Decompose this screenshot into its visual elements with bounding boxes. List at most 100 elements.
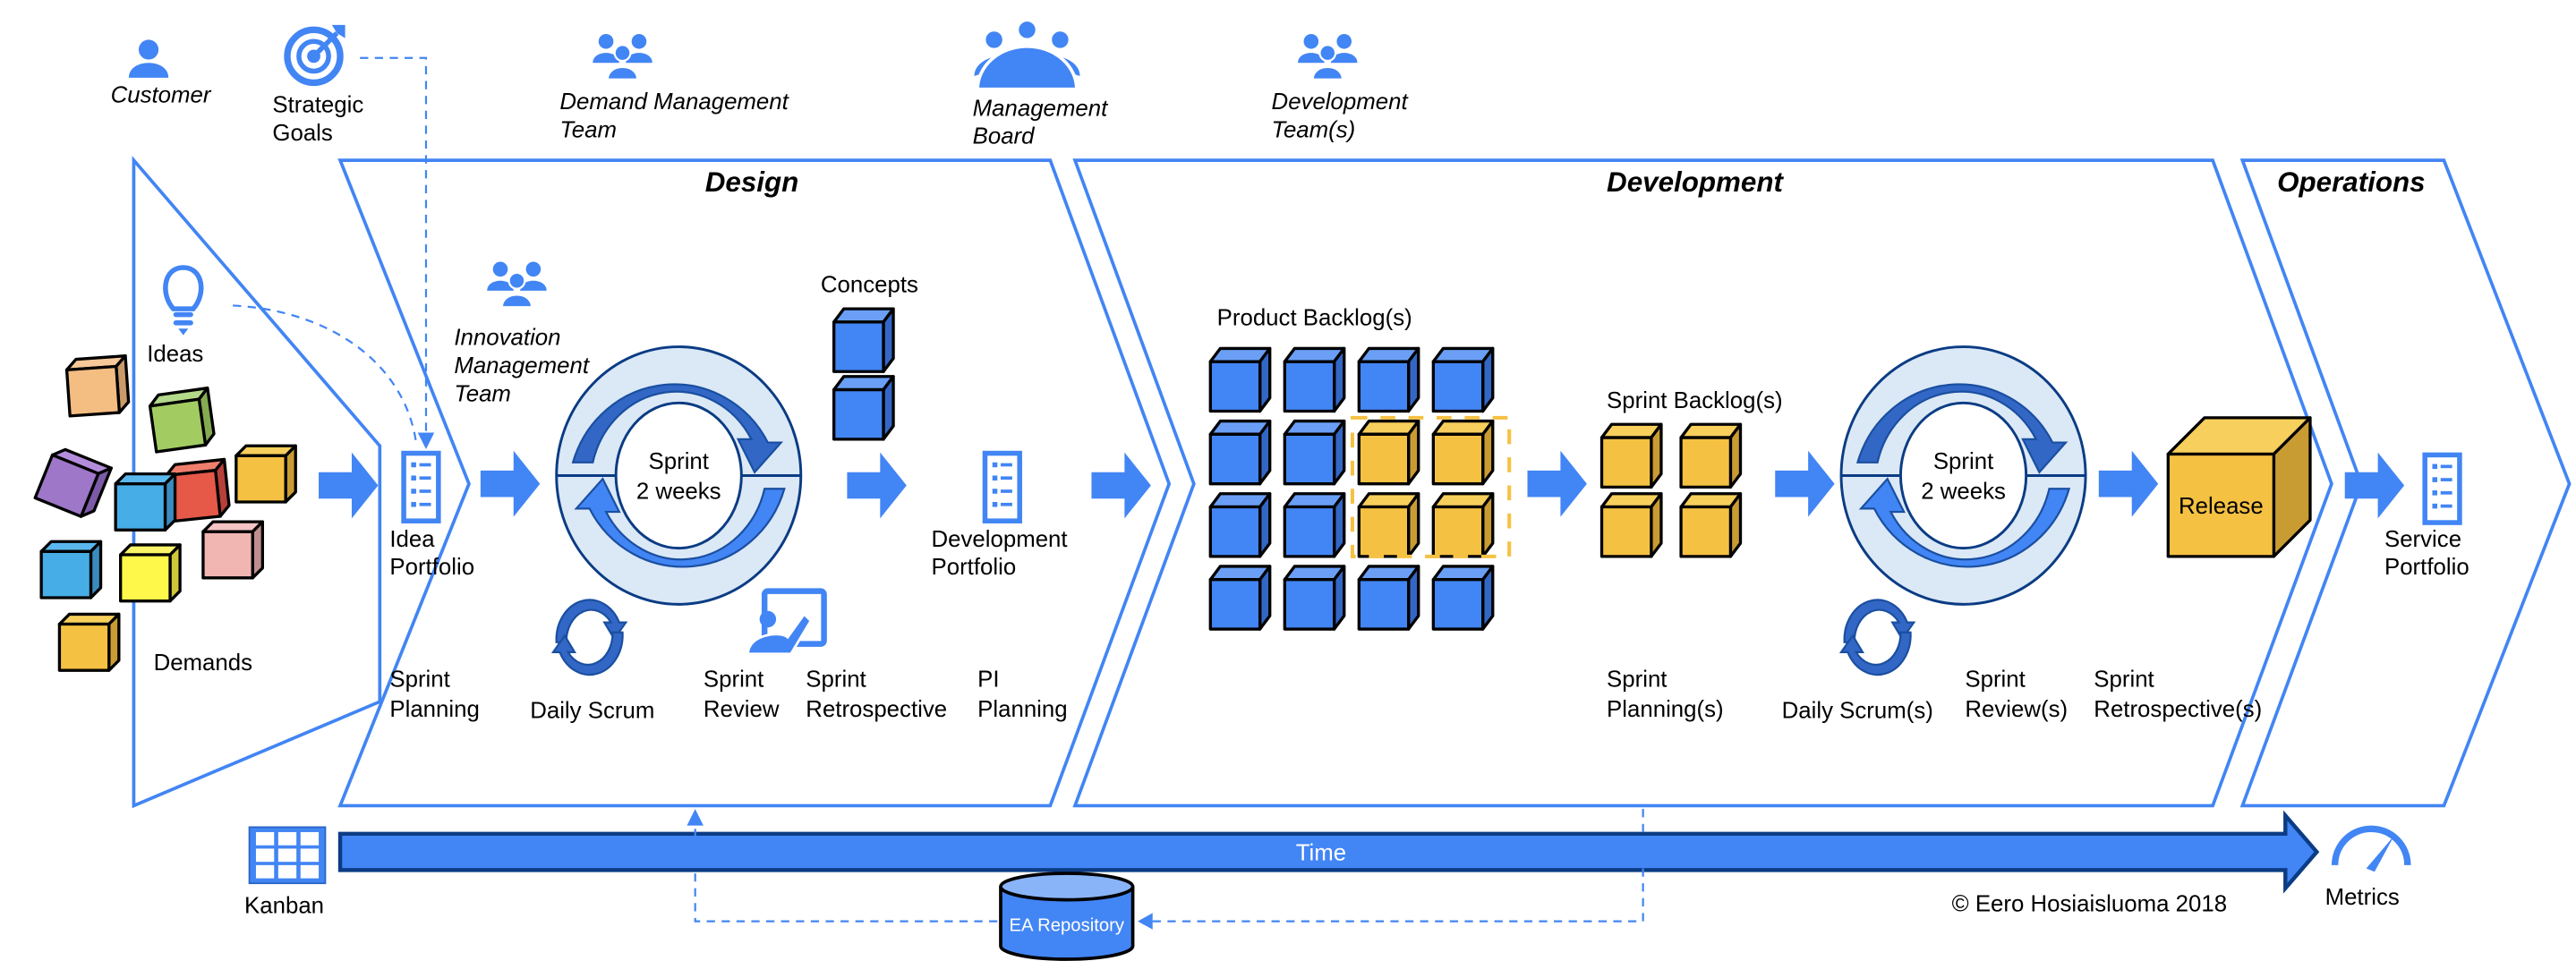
team-icon — [1296, 32, 1359, 81]
ideas-connector — [233, 304, 418, 443]
presentation-icon — [746, 588, 827, 656]
time-arrow — [337, 810, 2320, 894]
demand-team-role: Demand Management Team — [559, 32, 790, 142]
innovation-team-icon — [486, 260, 548, 309]
release-cube: Release — [2166, 416, 2312, 558]
ea-repository-label: EA Repository — [1010, 916, 1125, 936]
development-phase-title: Development — [1607, 166, 1784, 198]
ea-repository-connector — [1149, 809, 1644, 923]
sprint-backlog-cube — [1599, 422, 1663, 489]
daily-scrum-icon — [1838, 599, 1916, 676]
demands-label: Demands — [154, 651, 252, 676]
backlog-item-blue — [1357, 565, 1420, 631]
design-phase-frame — [337, 158, 1172, 808]
dev-sprint-planning-label-1: Sprint — [1607, 668, 1667, 693]
management-board-label-2: Board — [973, 124, 1036, 149]
service-portfolio-label-2: Portfolio — [2384, 555, 2469, 580]
time-label: Time — [1296, 840, 1346, 865]
operations-phase-title: Operations — [2277, 166, 2426, 198]
concepts-label: Concepts — [821, 273, 918, 298]
dev-sprint-label-1: Sprint — [1933, 449, 1993, 474]
sprint-retrospective-label-1: Sprint — [806, 668, 866, 693]
kanban-label: Kanban — [244, 893, 324, 918]
ea-up-arrowhead — [687, 809, 704, 826]
sprint-planning-label-2: Planning — [389, 697, 479, 722]
metrics-label: Metrics — [2325, 885, 2400, 910]
development-portfolio-label-2: Portfolio — [932, 555, 1017, 580]
daily-scrum-label: Daily Scrum — [530, 699, 654, 724]
development-teams-label-1: Development — [1272, 89, 1410, 115]
backlog-item-blue — [1431, 565, 1495, 631]
goals-connector — [360, 56, 428, 446]
backlog-item-blue — [1208, 565, 1272, 631]
concept-cube — [832, 307, 895, 373]
design-sprint-label-1: Sprint — [649, 449, 709, 474]
flow-arrow — [1091, 452, 1151, 519]
innovation-team-label-3: Team — [454, 381, 511, 406]
dev-sprint-retrospective-label-2: Retrospective(s) — [2094, 697, 2262, 722]
backlog-item-blue — [1283, 565, 1346, 631]
product-backlog-label: Product Backlog(s) — [1217, 306, 1412, 331]
backlog-item-blue — [1283, 419, 1346, 486]
flow-arrow — [480, 450, 541, 517]
ea-left-arrowhead — [1138, 913, 1153, 930]
development-portfolio-label-1: Development — [932, 527, 1068, 552]
demand-team-label-2: Team — [559, 117, 617, 142]
management-board-label-1: Management — [973, 96, 1109, 121]
design-phase-title: Design — [705, 166, 799, 198]
backlog-item-yellow — [1431, 419, 1495, 486]
cycle-arrow-icon — [1856, 383, 2068, 474]
team-icon — [592, 32, 653, 81]
sprint-review-label-1: Sprint — [704, 668, 763, 693]
sprint-backlog-cube — [1679, 492, 1743, 558]
goals-arrowhead — [417, 432, 435, 449]
development-teams-label-2: Team(s) — [1272, 117, 1356, 142]
dev-sprint-planning-label-2: Planning(s) — [1607, 697, 1724, 722]
backlog-item-yellow — [1357, 492, 1420, 558]
customer-role: Customer — [111, 39, 212, 108]
copyright-text: © Eero Hosiaisluoma 2018 — [1952, 892, 2227, 917]
idea-portfolio-icon — [401, 450, 441, 523]
innovation-team-label-2: Management — [454, 353, 590, 378]
release-label: Release — [2179, 494, 2264, 519]
cycle-arrow-icon — [574, 477, 786, 568]
flow-arrow — [1775, 450, 1835, 517]
kanban-icon — [248, 826, 327, 885]
backlog-item-blue — [1208, 492, 1272, 558]
pi-planning-label-2: Planning — [977, 697, 1067, 722]
backlog-item-blue — [1357, 346, 1420, 413]
sprint-selection-frame — [1350, 415, 1512, 558]
development-phase-frame — [1072, 158, 2333, 808]
management-board-role: Management Board — [973, 21, 1109, 149]
dev-sprint-review-label-2: Review(s) — [1965, 697, 2068, 722]
board-icon — [974, 21, 1080, 91]
design-sprint-label-2: 2 weeks — [636, 479, 721, 504]
sprint-backlog-cube — [1679, 422, 1743, 489]
flow-arrow — [1527, 450, 1587, 517]
dev-sprint-label-2: 2 weeks — [1921, 479, 2006, 504]
backlog-item-yellow — [1357, 419, 1420, 486]
pi-planning-label-1: PI — [977, 668, 999, 693]
dev-daily-scrum-label: Daily Scrum(s) — [1782, 699, 1933, 724]
backlog-item-blue — [1208, 419, 1272, 486]
development-portfolio-icon — [982, 450, 1022, 523]
backlog-item-blue — [1283, 492, 1346, 558]
dev-sprint-retrospective-label-1: Sprint — [2094, 668, 2154, 693]
sprint-retrospective-label-2: Retrospective — [806, 697, 947, 722]
sprint-backlog-cube — [1599, 492, 1663, 558]
service-portfolio-icon — [2422, 452, 2462, 525]
cycle-arrow-icon — [1858, 477, 2071, 568]
flow-arrow — [847, 452, 907, 519]
ideas-label: Ideas — [147, 342, 203, 367]
person-icon — [128, 39, 169, 78]
innovation-team-label-1: Innovation — [454, 326, 560, 351]
database-icon — [999, 872, 1135, 961]
service-portfolio-label-1: Service — [2384, 527, 2461, 552]
flow-arrow — [2098, 450, 2159, 517]
backlog-item-blue — [1283, 346, 1346, 413]
target-icon — [284, 24, 345, 87]
sprint-review-label-2: Review — [704, 697, 780, 722]
backlog-item-yellow — [1431, 492, 1495, 558]
strategic-goals-label-2: Goals — [272, 121, 332, 146]
